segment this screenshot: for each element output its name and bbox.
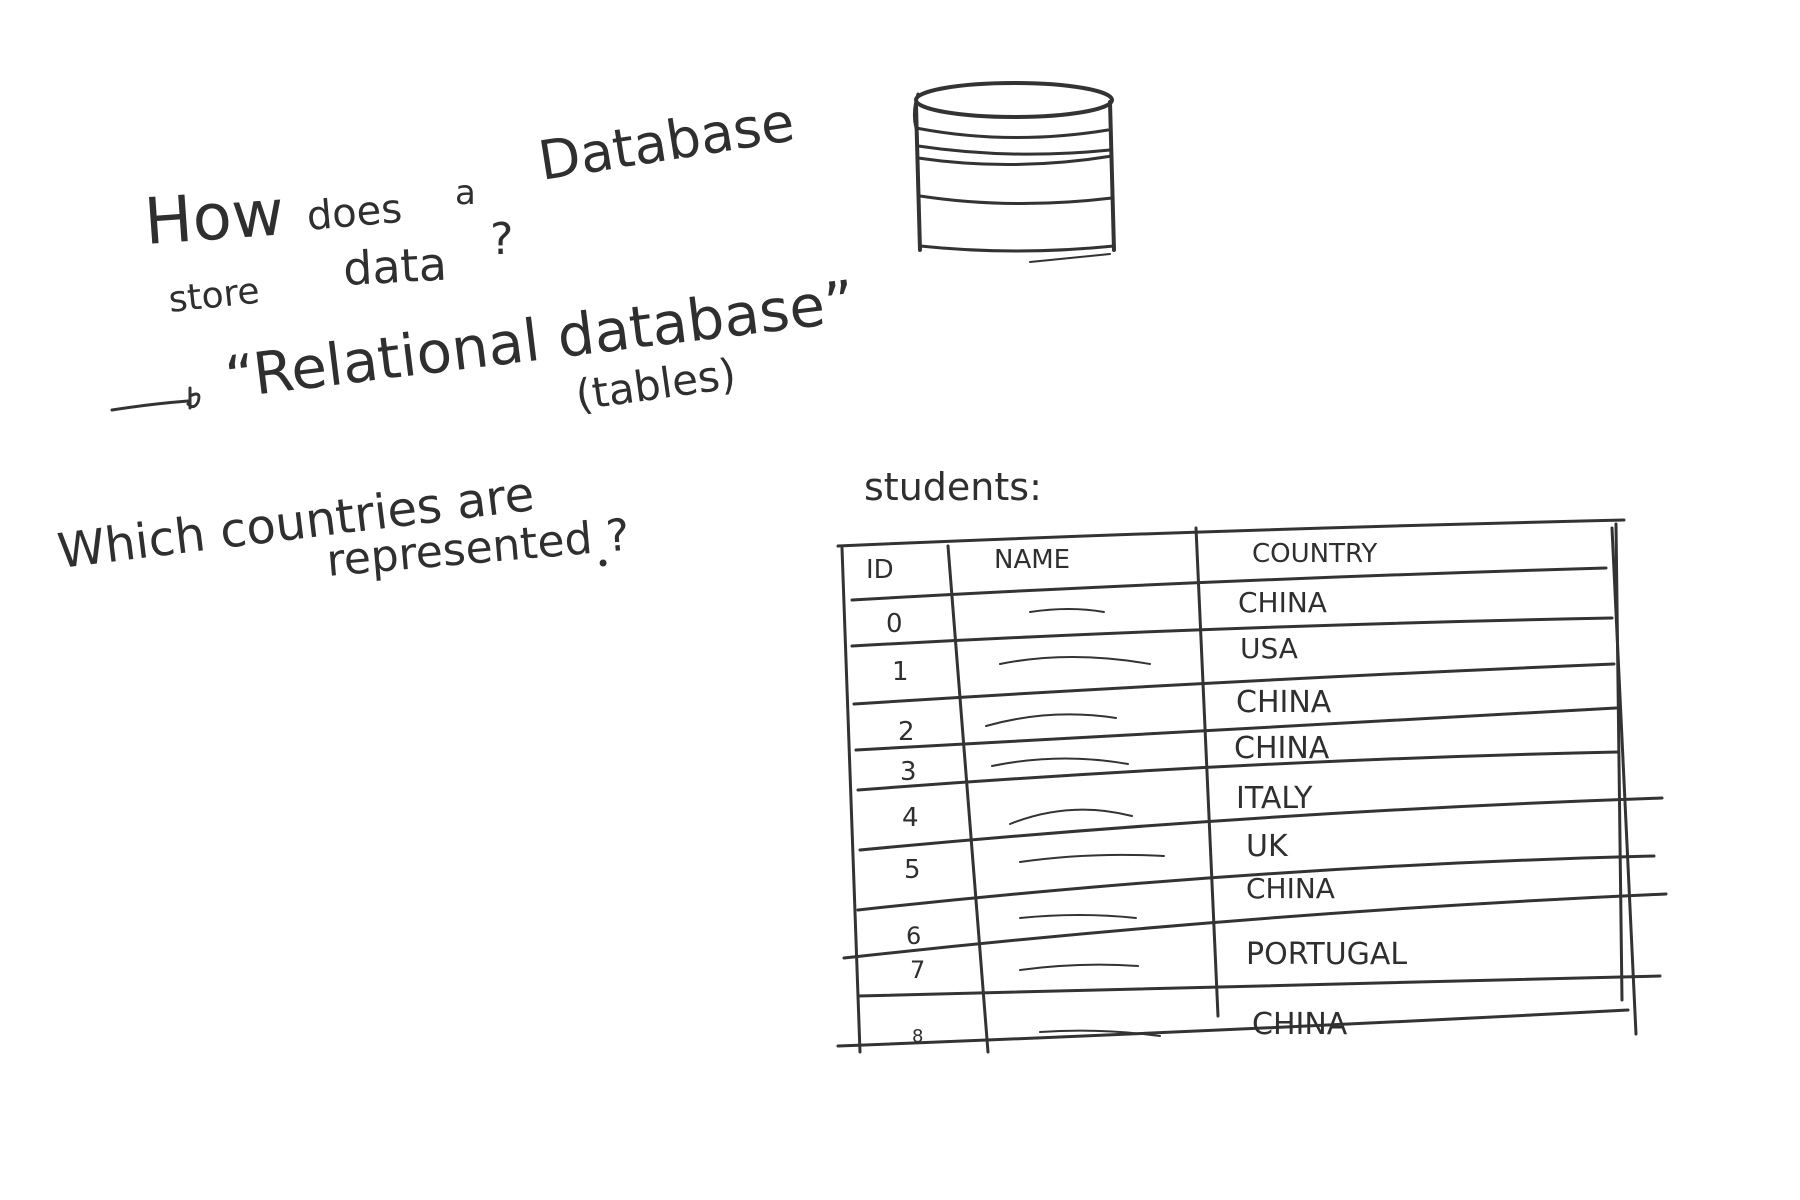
row-country: CHINA bbox=[1236, 685, 1332, 720]
table-row: 3 CHINA bbox=[900, 731, 1330, 787]
row-id: 1 bbox=[892, 657, 909, 687]
question-block: How does a Database store data ? “Relati… bbox=[110, 90, 858, 420]
name-scribble bbox=[1019, 914, 1137, 919]
name-scribble bbox=[1019, 963, 1139, 971]
name-scribble bbox=[991, 757, 1129, 767]
question-word-database: Database bbox=[534, 90, 798, 193]
table-row: 7 PORTUGAL bbox=[910, 937, 1407, 984]
table-row: 1 USA bbox=[892, 632, 1298, 687]
question-word-a: a bbox=[455, 173, 476, 213]
column-header-country: COUNTRY bbox=[1252, 539, 1377, 569]
row-country: ITALY bbox=[1236, 781, 1313, 816]
arrow-right-icon bbox=[110, 386, 201, 412]
students-table: students: ID NAME COUNTRY 0 CHINA 1 bbox=[836, 465, 1668, 1054]
question-word-store: store bbox=[167, 271, 262, 321]
name-scribble bbox=[985, 713, 1117, 727]
table-row: 6 CHINA bbox=[906, 872, 1335, 950]
name-scribble bbox=[999, 656, 1151, 665]
question-mark: ? bbox=[490, 214, 513, 265]
followup-dot: • bbox=[596, 550, 610, 578]
row-id: 0 bbox=[886, 609, 903, 639]
name-scribble bbox=[1019, 853, 1165, 863]
column-header-name: NAME bbox=[994, 545, 1070, 575]
question-word-data: data bbox=[342, 237, 448, 296]
table-row: 4 ITALY bbox=[902, 781, 1313, 833]
table-row: 2 CHINA bbox=[898, 685, 1332, 747]
row-country: USA bbox=[1240, 632, 1298, 665]
row-id: 5 bbox=[904, 855, 921, 885]
row-country: UK bbox=[1246, 829, 1289, 864]
row-id: 4 bbox=[902, 803, 919, 833]
name-scribble bbox=[1039, 1029, 1161, 1037]
followup-block: Which countries are represented ? • bbox=[55, 466, 632, 587]
name-scribble bbox=[1009, 808, 1133, 825]
row-country: PORTUGAL bbox=[1246, 937, 1407, 972]
table-row: 0 CHINA bbox=[886, 586, 1327, 639]
column-header-id: ID bbox=[866, 555, 894, 585]
row-country: CHINA bbox=[1238, 586, 1327, 619]
question-word-does: does bbox=[305, 186, 404, 240]
row-country: CHINA bbox=[1252, 1007, 1348, 1042]
table-row: 5 UK bbox=[904, 829, 1289, 885]
row-id: 7 bbox=[910, 956, 925, 984]
row-id: 8 bbox=[912, 1026, 923, 1047]
answer-text: “Relational database” bbox=[221, 267, 858, 412]
row-id: 6 bbox=[906, 922, 921, 950]
question-word-how: How bbox=[142, 176, 286, 260]
table-row: 8 CHINA bbox=[912, 1007, 1348, 1047]
database-cylinder-icon bbox=[912, 81, 1116, 263]
table-title: students: bbox=[864, 465, 1042, 509]
row-country: CHINA bbox=[1234, 731, 1330, 766]
row-id: 3 bbox=[900, 757, 917, 787]
row-country: CHINA bbox=[1246, 872, 1335, 905]
name-scribble bbox=[1029, 608, 1105, 613]
row-id: 2 bbox=[898, 717, 915, 747]
